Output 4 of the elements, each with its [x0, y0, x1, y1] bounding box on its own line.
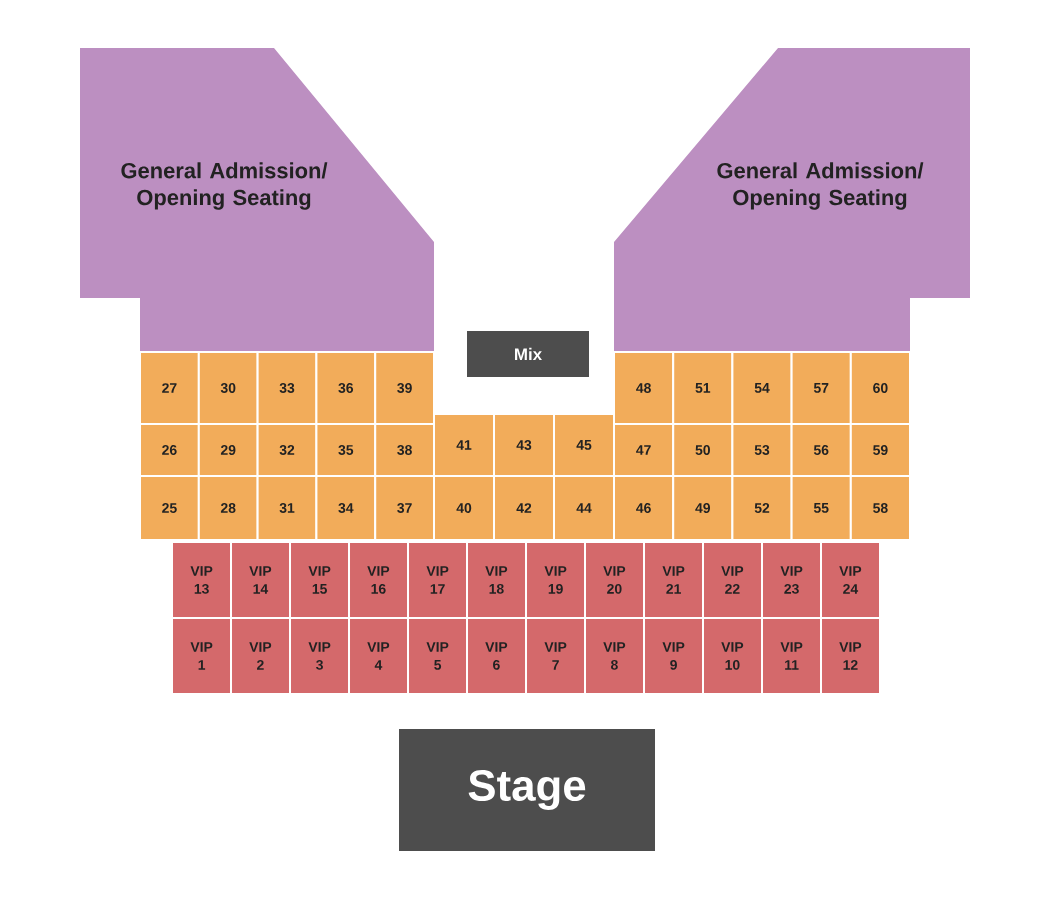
- general-admission-area: General Admission/ Opening Seating: [614, 48, 970, 352]
- stage: Stage: [397, 727, 657, 853]
- general-admission-area: General Admission/ Opening Seating: [80, 48, 434, 352]
- mix-booth: Mix: [465, 329, 591, 379]
